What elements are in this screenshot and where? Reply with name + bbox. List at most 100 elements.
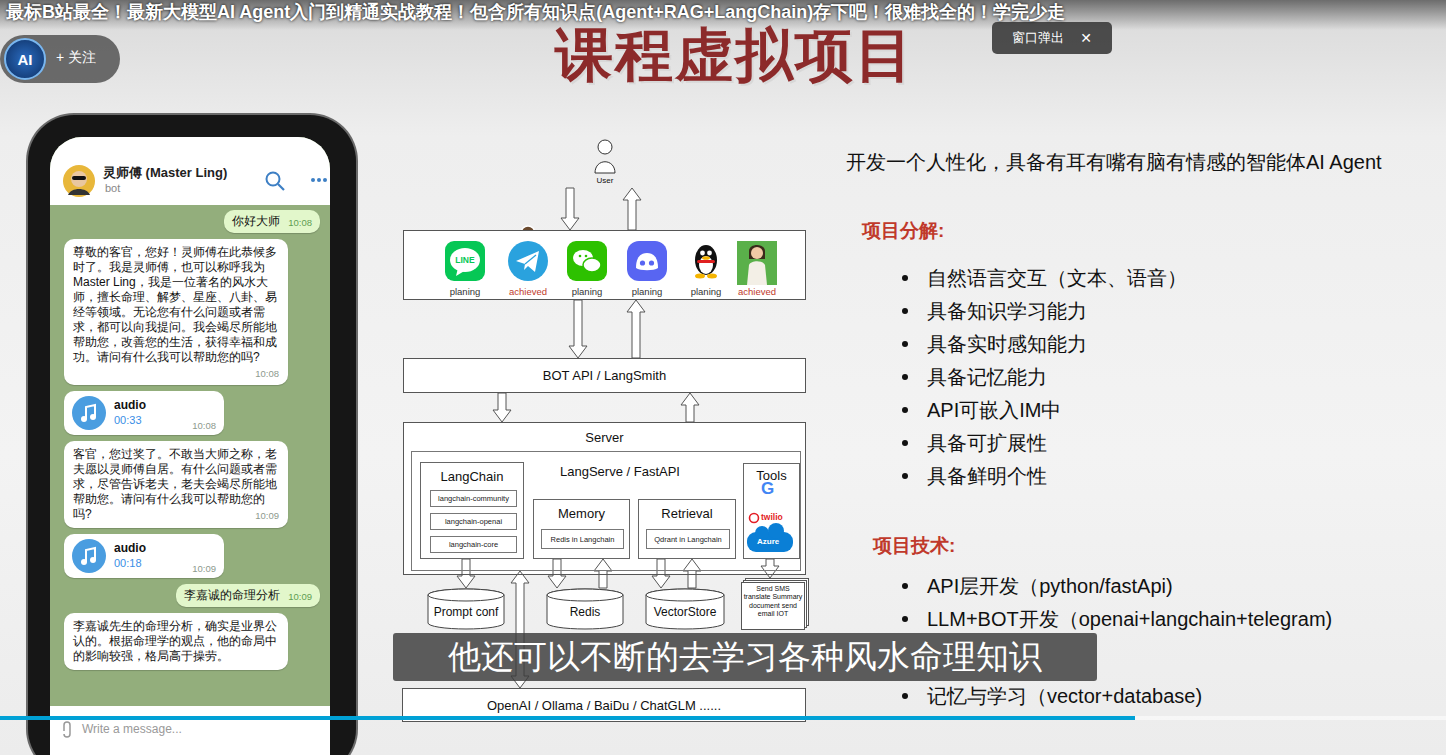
box-label: langchain-openai [445,517,502,526]
flow-arrow [683,559,701,588]
project-goal: 开发一个人性化，具备有耳有嘴有脑有情感的智能体AI Agent [846,150,1382,174]
video-title: 最标B站最全！最新大模型AI Agent入门到精通实战教程！包含所有知识点(Ag… [6,2,1065,24]
bullet-item: 记忆与学习（vector+database) [927,684,1202,708]
audio-bubble: audio00:1810:09 [64,534,224,578]
subtitle-band: 他还可以不断的去学习各种风水命理知识 [393,633,1097,681]
box-title: LangChain [421,469,523,484]
app-logo [508,241,548,285]
follow-button: + 关注 AI [0,35,120,83]
submodule-box: Qdrant in Langchain [646,529,730,549]
bullet-dot [902,473,908,479]
flow-arrow [457,559,475,588]
message-text: 尊敬的客官，您好！灵师傅在此恭候多时了。我是灵师傅，也可以称呼我为Master … [73,245,277,364]
message-time: 10:09 [288,592,312,602]
status-label: achieved [503,286,553,297]
flow-arrow [548,559,566,588]
message-time: 10:08 [288,218,312,228]
menu-icon [310,177,328,183]
box-label: Prompt conf [427,605,505,619]
app-logo [737,241,777,285]
app-logo [737,241,777,285]
twilio-logo: twilio [761,512,783,522]
box-label: BOT API / LangSmith [543,368,666,383]
server-box: ServerLangServe / FastAPI LangChain langch… [403,422,806,575]
box-label: Redis [546,605,624,619]
attach-icon [60,721,74,739]
audio-duration: 00:18 [114,556,146,571]
status-label: planing [440,286,490,297]
database-cylinder: Redis [546,588,624,630]
bullet-dot [902,275,908,281]
flow-arrow [761,559,779,578]
message-time: 10:08 [192,421,216,431]
slide-title: 课程虚拟项目 [435,20,1035,90]
flow-arrow [623,188,641,230]
message-input: Write a message... [50,706,330,755]
audio-icon [72,396,106,430]
audio-duration: 00:33 [114,413,146,428]
message-text: 李嘉诚先生的命理分析，确实是业界公认的。根据命理学的观点，他的命局中的影响较强，… [73,619,277,663]
audio-title: audio [114,541,146,556]
app-logo [627,241,667,285]
database-cylinder: Prompt conf [427,588,505,630]
audio-info: audio00:18 [114,541,146,571]
flow-arrow [681,393,699,422]
flow-arrow [569,300,587,358]
logo-text: LINE [440,255,490,265]
sent-bubble: 李嘉诚的命理分析10:09 [176,584,320,607]
flow-arrow [511,571,529,688]
sent-bubble: 你好大师10:08 [224,210,320,233]
box-title: LangServe / FastAPI [560,464,680,479]
submodule-box: langchain-openai [430,513,517,530]
bullet-item: 具备实时感知能力 [927,332,1087,356]
message-text: 客官，您过奖了。不敢当大师之称，老夫愿以灵师傅自居。有什么问题或者需求，尽管告诉… [73,447,277,521]
channel-bar: LINEplaningachievedplaningplaningplaning… [403,230,806,300]
audio-info: audio00:33 [114,398,146,428]
bullet-dot [902,407,908,413]
contact-status: bot [105,182,120,194]
message-time: 10:08 [255,369,279,379]
bullet-dot [902,583,908,589]
received-bubble: 尊敬的客官，您好！灵师傅在此恭候多时了。我是灵师傅，也可以称呼我为Master … [64,239,288,385]
bullet-item: 具备知识学习能力 [927,299,1087,323]
person-icon [593,138,617,174]
bullet-item: 具备鲜明个性 [927,464,1047,488]
search-icon [264,170,286,192]
received-bubble: 李嘉诚先生的命理分析，确实是业界公认的。根据命理学的观点，他的命局中的影响较强，… [64,613,288,670]
user-icon: User [560,138,650,188]
app-logo [686,241,726,285]
channel-avatar: AI [4,38,46,80]
audio-icon [72,539,106,573]
module-box: LangChain langchain-community langchain-op… [420,462,524,559]
flow-arrow [627,300,645,358]
status-label: planing [622,286,672,297]
task-list: Send SMS translate Summary document send… [742,585,804,619]
box-label: Qdrant in Langchain [654,535,722,544]
layer-box: BOT API / LangSmith [403,358,806,393]
bullet-dot [902,308,908,314]
app-logo [508,241,548,285]
app-logo [567,241,607,285]
contact-avatar [63,165,95,197]
contact-avatar [63,165,95,197]
module-box: RetrievalQdrant in Langchain [638,499,736,559]
section-heading: 项目分解: [862,220,944,243]
service-box: LangServe / FastAPI LangChain langchain-co… [411,451,801,571]
user-label: User [560,176,650,185]
flow-arrow [652,559,670,588]
flow-arrow [493,393,511,422]
flow-arrow [561,188,579,230]
server-ground [403,422,806,575]
subtitle-caption: 他还可以不断的去学习各种风水命理知识 [448,635,1042,680]
status-label: achieved [732,286,782,297]
bullet-item: API层开发（python/fastApi) [927,574,1173,598]
box-label: OpenAI / Ollama / BaiDu / ChatGLM ...... [487,698,721,713]
azure-cloud [768,523,784,539]
channel-icon: planing [622,241,672,297]
search-icon [264,170,286,192]
box-title: Server [404,430,805,445]
bullet-dot [902,341,908,347]
submodule-box: langchain-community [430,490,517,507]
follow-label: + 关注 [56,49,96,67]
